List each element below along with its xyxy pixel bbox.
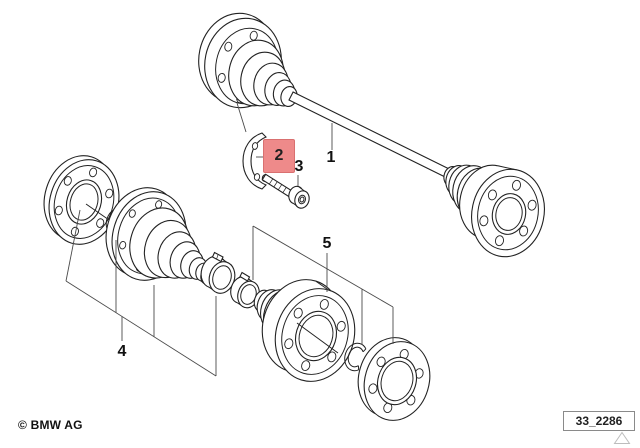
part-2-securing-plate-drawing — [236, 102, 267, 190]
callout-4[interactable]: 4 — [117, 343, 127, 360]
callout-1[interactable]: 1 — [326, 149, 336, 166]
part-4-cv-joint-kit-drawing — [43, 155, 236, 377]
callout-2-highlighted[interactable]: 2 — [263, 139, 295, 173]
part-3-bolt-drawing — [261, 173, 310, 209]
part-5-flange-boot-kit-drawing — [230, 225, 431, 421]
diagram-code-box[interactable]: 33_2286 — [563, 411, 635, 431]
copyright-text: © BMW AG — [18, 418, 83, 432]
part-1-drive-shaft-drawing — [198, 12, 545, 258]
triangle-marker-icon — [613, 431, 631, 444]
callout-3[interactable]: 3 — [294, 158, 304, 175]
callout-5[interactable]: 5 — [322, 235, 332, 252]
